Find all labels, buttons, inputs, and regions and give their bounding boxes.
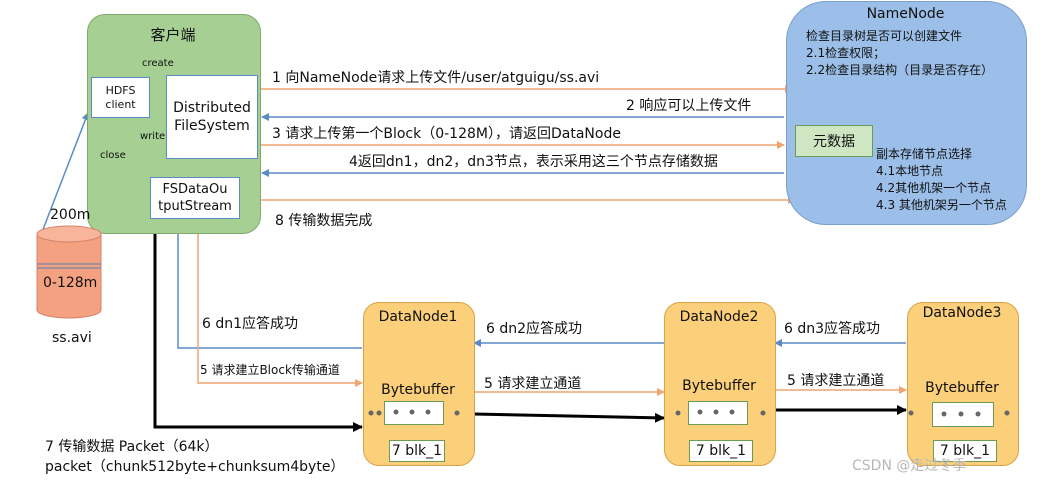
datanode-1 <box>363 302 475 466</box>
file-range-label: 0-128m <box>43 275 98 291</box>
request-dn3-label: 5 请求建立通道 <box>787 373 885 389</box>
message-4: 4返回dn1，dn2，dn3节点，表示采用这三个节点存储数据 <box>349 154 718 170</box>
datanode-3-side-dots-icon <box>908 410 1010 416</box>
arrow-ack-dn1 <box>174 221 362 349</box>
file-size-label: 200m <box>50 207 91 223</box>
datanode-1-block: 7 blk_1 <box>389 440 445 462</box>
datanode-1-bytebuffer <box>384 401 444 425</box>
namenode-replica-line: 4.3 其他机架另一个节点 <box>876 198 1007 212</box>
file-name-label: ss.avi <box>52 330 92 346</box>
file-cylinder-icon <box>36 225 102 319</box>
datanode-2-block: 7 blk_1 <box>689 440 753 462</box>
message-3: 3 请求上传第一个Block（0-128M），请返回DataNode <box>272 126 621 142</box>
datanode-3-bytebuffer <box>932 402 994 427</box>
namenode-title: NameNode <box>866 6 945 22</box>
namenode-check-line: 2.1检查权限； <box>806 46 886 60</box>
datanode-2 <box>664 302 776 466</box>
fsdataoutputstream-box: FSDataOu tputStream <box>150 177 240 219</box>
datanode-2-bytebuffer-label: Bytebuffer <box>682 378 756 394</box>
distributed-filesystem-box: Distributed FileSystem <box>166 75 258 159</box>
create-label: create <box>142 58 174 69</box>
buffer-dots-icon <box>941 411 981 417</box>
namenode-replica-line: 4.2其他机架一个节点 <box>876 181 992 195</box>
csdn-watermark: CSDN @走过冬季 <box>852 458 967 474</box>
arrow-file-to-client <box>41 112 90 233</box>
namenode-check-list: 检查目录树是否可以创建文件 2.1检查权限； 2.2检查目录结构（目录是否存在） <box>806 28 993 79</box>
datanode-1-bytebuffer-label: Bytebuffer <box>381 382 455 398</box>
namenode-replica-line: 副本存储节点选择 <box>876 147 973 161</box>
namenode-container <box>786 1 1027 225</box>
write-label: write <box>140 131 166 142</box>
ack-dn3-label: 6 dn3应答成功 <box>784 321 881 337</box>
datanode-3-block: 7 blk_1 <box>933 440 997 462</box>
datanode-3-title: DataNode3 <box>922 305 1002 321</box>
request-dn2-label: 5 请求建立通道 <box>484 376 582 392</box>
datanode-2-side-dots-icon <box>675 410 766 416</box>
arrow-data-dn1 <box>153 219 363 432</box>
arrow-data-dn2 <box>473 412 665 423</box>
buffer-dots-icon <box>697 409 735 415</box>
datanode-3-bytebuffer-label: Bytebuffer <box>925 380 999 396</box>
close-label: close <box>100 150 126 161</box>
ack-dn2-label: 6 dn2应答成功 <box>486 321 583 337</box>
buffer-dots-icon <box>393 409 431 415</box>
datanode-2-title: DataNode2 <box>679 309 759 325</box>
message-8: 8 传输数据完成 <box>275 213 373 229</box>
namenode-check-line: 2.2检查目录结构（目录是否存在） <box>806 63 994 77</box>
message-1: 1 向NameNode请求上传文件/user/atguigu/ss.avi <box>272 70 600 86</box>
datanode-1-title: DataNode1 <box>378 309 458 325</box>
hdfs-client-box: HDFS client <box>91 77 150 118</box>
namenode-check-line: 检查目录树是否可以创建文件 <box>806 29 963 43</box>
datanode-1-side-dots-icon <box>368 410 460 416</box>
message-2: 2 响应可以上传文件 <box>626 98 752 114</box>
metadata-box: 元数据 <box>795 125 873 157</box>
datanode-3 <box>907 302 1019 466</box>
namenode-replica-line: 4.1本地节点 <box>876 164 944 178</box>
client-title: 客户端 <box>150 26 196 44</box>
namenode-replica-list: 副本存储节点选择 4.1本地节点 4.2其他机架一个节点 4.3 其他机架另一个… <box>876 146 1007 214</box>
arrow-req-dn1 <box>197 220 363 387</box>
packet-detail-label: packet（chunk512byte+chunksum4byte） <box>45 459 345 475</box>
request-dn1-label: 5 请求建立Block传输通道 <box>200 363 340 377</box>
packet-label: 7 传输数据 Packet（64k） <box>45 439 219 455</box>
ack-dn1-label: 6 dn1应答成功 <box>202 316 299 332</box>
datanode-2-bytebuffer <box>688 401 748 425</box>
